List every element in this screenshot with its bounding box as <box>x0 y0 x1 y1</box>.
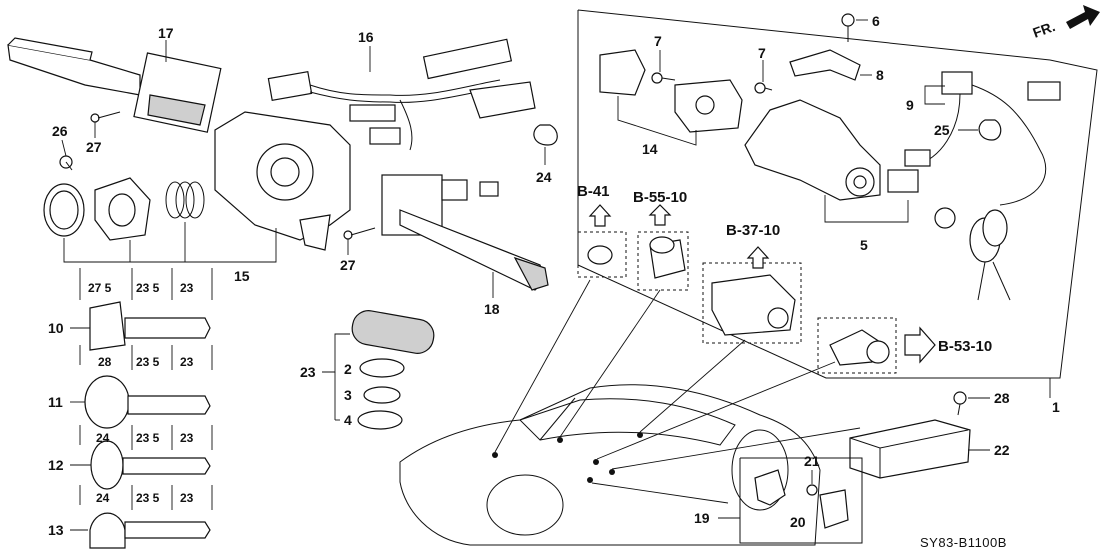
callout-13: 13 <box>48 522 64 538</box>
callout-8: 8 <box>876 67 884 83</box>
callout-17: 17 <box>158 25 174 41</box>
diagram-code: SY83-B1100B <box>920 535 1007 550</box>
key-dimension-labels: 27 5 23 5 23 28 23 5 23 24 23 5 23 24 23… <box>88 281 194 505</box>
key12-dim-2: 23 5 <box>136 431 160 445</box>
combination-switch-part-18 <box>381 174 549 298</box>
callout-26: 26 <box>52 123 68 139</box>
screw-part-27-upper <box>90 111 121 138</box>
svg-text:FR.: FR. <box>1031 18 1058 41</box>
screw-part-7-left <box>651 50 676 84</box>
combination-switch-part-17 <box>7 37 222 133</box>
vehicle-outline <box>399 279 861 546</box>
callout-1: 1 <box>1052 399 1060 415</box>
key13-dim-1: 24 <box>96 491 110 505</box>
screw-part-26 <box>59 139 73 171</box>
callout-12: 12 <box>48 457 64 473</box>
callout-28: 28 <box>994 390 1010 406</box>
control-unit-part-22 <box>849 419 990 479</box>
remote-transmitter-part-23 <box>322 310 435 430</box>
callout-19: 19 <box>694 510 710 526</box>
harness-part-9 <box>887 71 1061 206</box>
callout-23: 23 <box>300 364 316 380</box>
callout-labels: 17 16 26 27 15 27 18 24 6 7 7 8 14 9 25 … <box>48 13 1060 538</box>
switch-part-14 <box>599 49 743 146</box>
trunk-lock-cylinder <box>577 204 627 278</box>
callout-22: 22 <box>994 442 1010 458</box>
callout-24: 24 <box>536 169 552 185</box>
callout-25: 25 <box>934 122 950 138</box>
callout-14: 14 <box>642 141 658 157</box>
key11-dim-1: 28 <box>98 355 112 369</box>
callout-27-upper: 27 <box>86 139 102 155</box>
ref-b-53-10: B-53-10 <box>938 338 992 355</box>
ref-b-41: B-41 <box>577 183 610 200</box>
callout-4: 4 <box>344 412 352 428</box>
bolt-part-6 <box>841 13 868 42</box>
ignition-lock-part-5 <box>744 99 909 223</box>
callout-27-lower: 27 <box>340 257 356 273</box>
reference-labels: B-41 B-55-10 B-37-10 B-53-10 <box>577 183 992 355</box>
door-lock-cylinder <box>637 204 689 291</box>
ref-b-55-10: B-55-10 <box>633 189 687 206</box>
callout-9: 9 <box>906 97 914 113</box>
callout-6: 6 <box>872 13 880 29</box>
key12-dim-1: 24 <box>96 431 110 445</box>
callout-3: 3 <box>344 387 352 403</box>
callout-16: 16 <box>358 29 374 45</box>
cable-reel-components <box>43 177 277 263</box>
callout-5: 5 <box>860 237 868 253</box>
key11-dim-2: 23 5 <box>136 355 160 369</box>
key10-dim-1: 27 5 <box>88 281 112 295</box>
wire-harness-part-16 <box>267 38 536 151</box>
glove-box-lock <box>702 246 802 344</box>
sensor-assembly-part-19 <box>718 457 863 544</box>
screw-part-27-lower <box>343 227 376 255</box>
callout-10: 10 <box>48 320 64 336</box>
ref-b-37-10: B-37-10 <box>726 222 780 239</box>
cable-reel-part-15 <box>214 111 351 251</box>
bracket-part-8 <box>789 49 872 81</box>
callout-7-right: 7 <box>758 45 766 61</box>
key13-dim-3: 23 <box>180 491 194 505</box>
front-direction-arrow: FR. <box>1031 5 1100 41</box>
key12-dim-3: 23 <box>180 431 194 445</box>
screw-part-7-right <box>754 60 773 94</box>
key10-dim-3: 23 <box>180 281 194 295</box>
clip-part-24 <box>533 124 558 165</box>
key13-dim-2: 23 5 <box>136 491 160 505</box>
callout-20: 20 <box>790 514 806 530</box>
callout-11: 11 <box>48 394 63 410</box>
callout-7-left: 7 <box>654 33 662 49</box>
key-blanks <box>70 268 213 549</box>
callout-21: 21 <box>804 453 820 469</box>
callout-15: 15 <box>234 268 250 284</box>
console-lock <box>817 317 936 374</box>
bolt-part-28 <box>953 391 990 416</box>
key10-dim-2: 23 5 <box>136 281 160 295</box>
callout-2: 2 <box>344 361 352 377</box>
ignition-keys <box>934 207 1011 301</box>
clip-part-25 <box>958 119 1002 141</box>
callout-18: 18 <box>484 301 500 317</box>
lock-set-frame <box>577 9 1098 379</box>
key11-dim-3: 23 <box>180 355 194 369</box>
